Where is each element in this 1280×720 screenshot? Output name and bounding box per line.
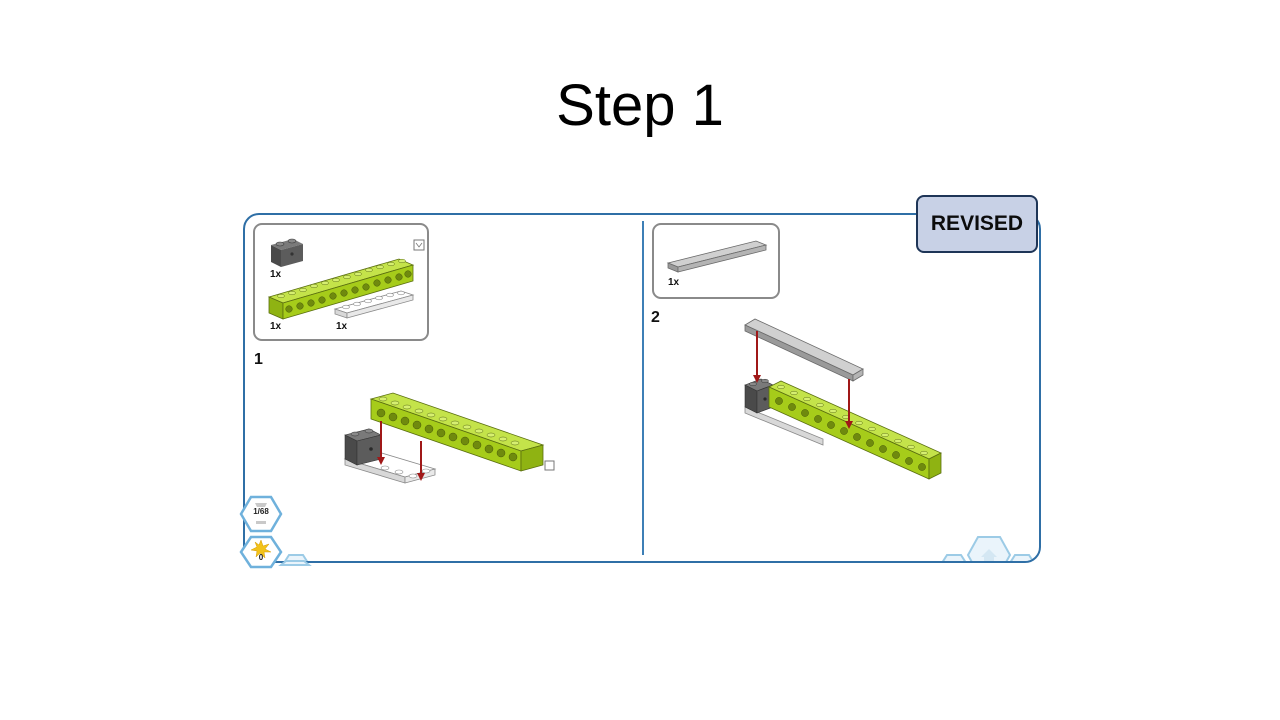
star-burst-icon [239, 535, 283, 569]
dark-gray-brick-part [271, 238, 303, 267]
step-1-assembly-illustration [343, 392, 555, 484]
score-counter[interactable]: 0 [239, 535, 283, 569]
part-qty-gray-tile: 1x [668, 277, 680, 288]
step-number-2: 2 [651, 309, 660, 326]
step-divider [642, 221, 644, 555]
part-qty-lime-beam: 1x [270, 321, 282, 332]
nav-prev-icon[interactable] [939, 553, 969, 563]
score-side-hex-icon [278, 560, 312, 566]
page-counter[interactable]: 1/68 [239, 495, 283, 533]
part-marker-icon [413, 239, 425, 251]
parts-callout-step-1: 1x 1x [253, 223, 429, 341]
revised-badge: REVISED [916, 195, 1038, 253]
white-plate-part [333, 290, 415, 319]
step-2-assembly-illustration [744, 318, 942, 480]
page-counter-hex-icon [239, 495, 283, 533]
nav-extra-icon[interactable] [281, 553, 311, 563]
page-counter-text: 1/68 [253, 507, 269, 516]
part-qty-dark-gray-brick: 1x [270, 269, 282, 280]
score-text: 0 [258, 553, 264, 562]
step-number-1: 1 [254, 351, 263, 368]
lime-technic-beam-part [267, 258, 415, 320]
slide-title: Step 1 [556, 73, 724, 138]
part-qty-white-plate: 1x [336, 321, 348, 332]
parts-callout-step-2: 1x [652, 223, 780, 299]
nav-next-icon[interactable] [1007, 553, 1037, 563]
instruction-frame: 1x 1x [243, 213, 1041, 563]
gray-tile-part [666, 240, 768, 273]
nav-home-icon[interactable] [966, 535, 1012, 563]
